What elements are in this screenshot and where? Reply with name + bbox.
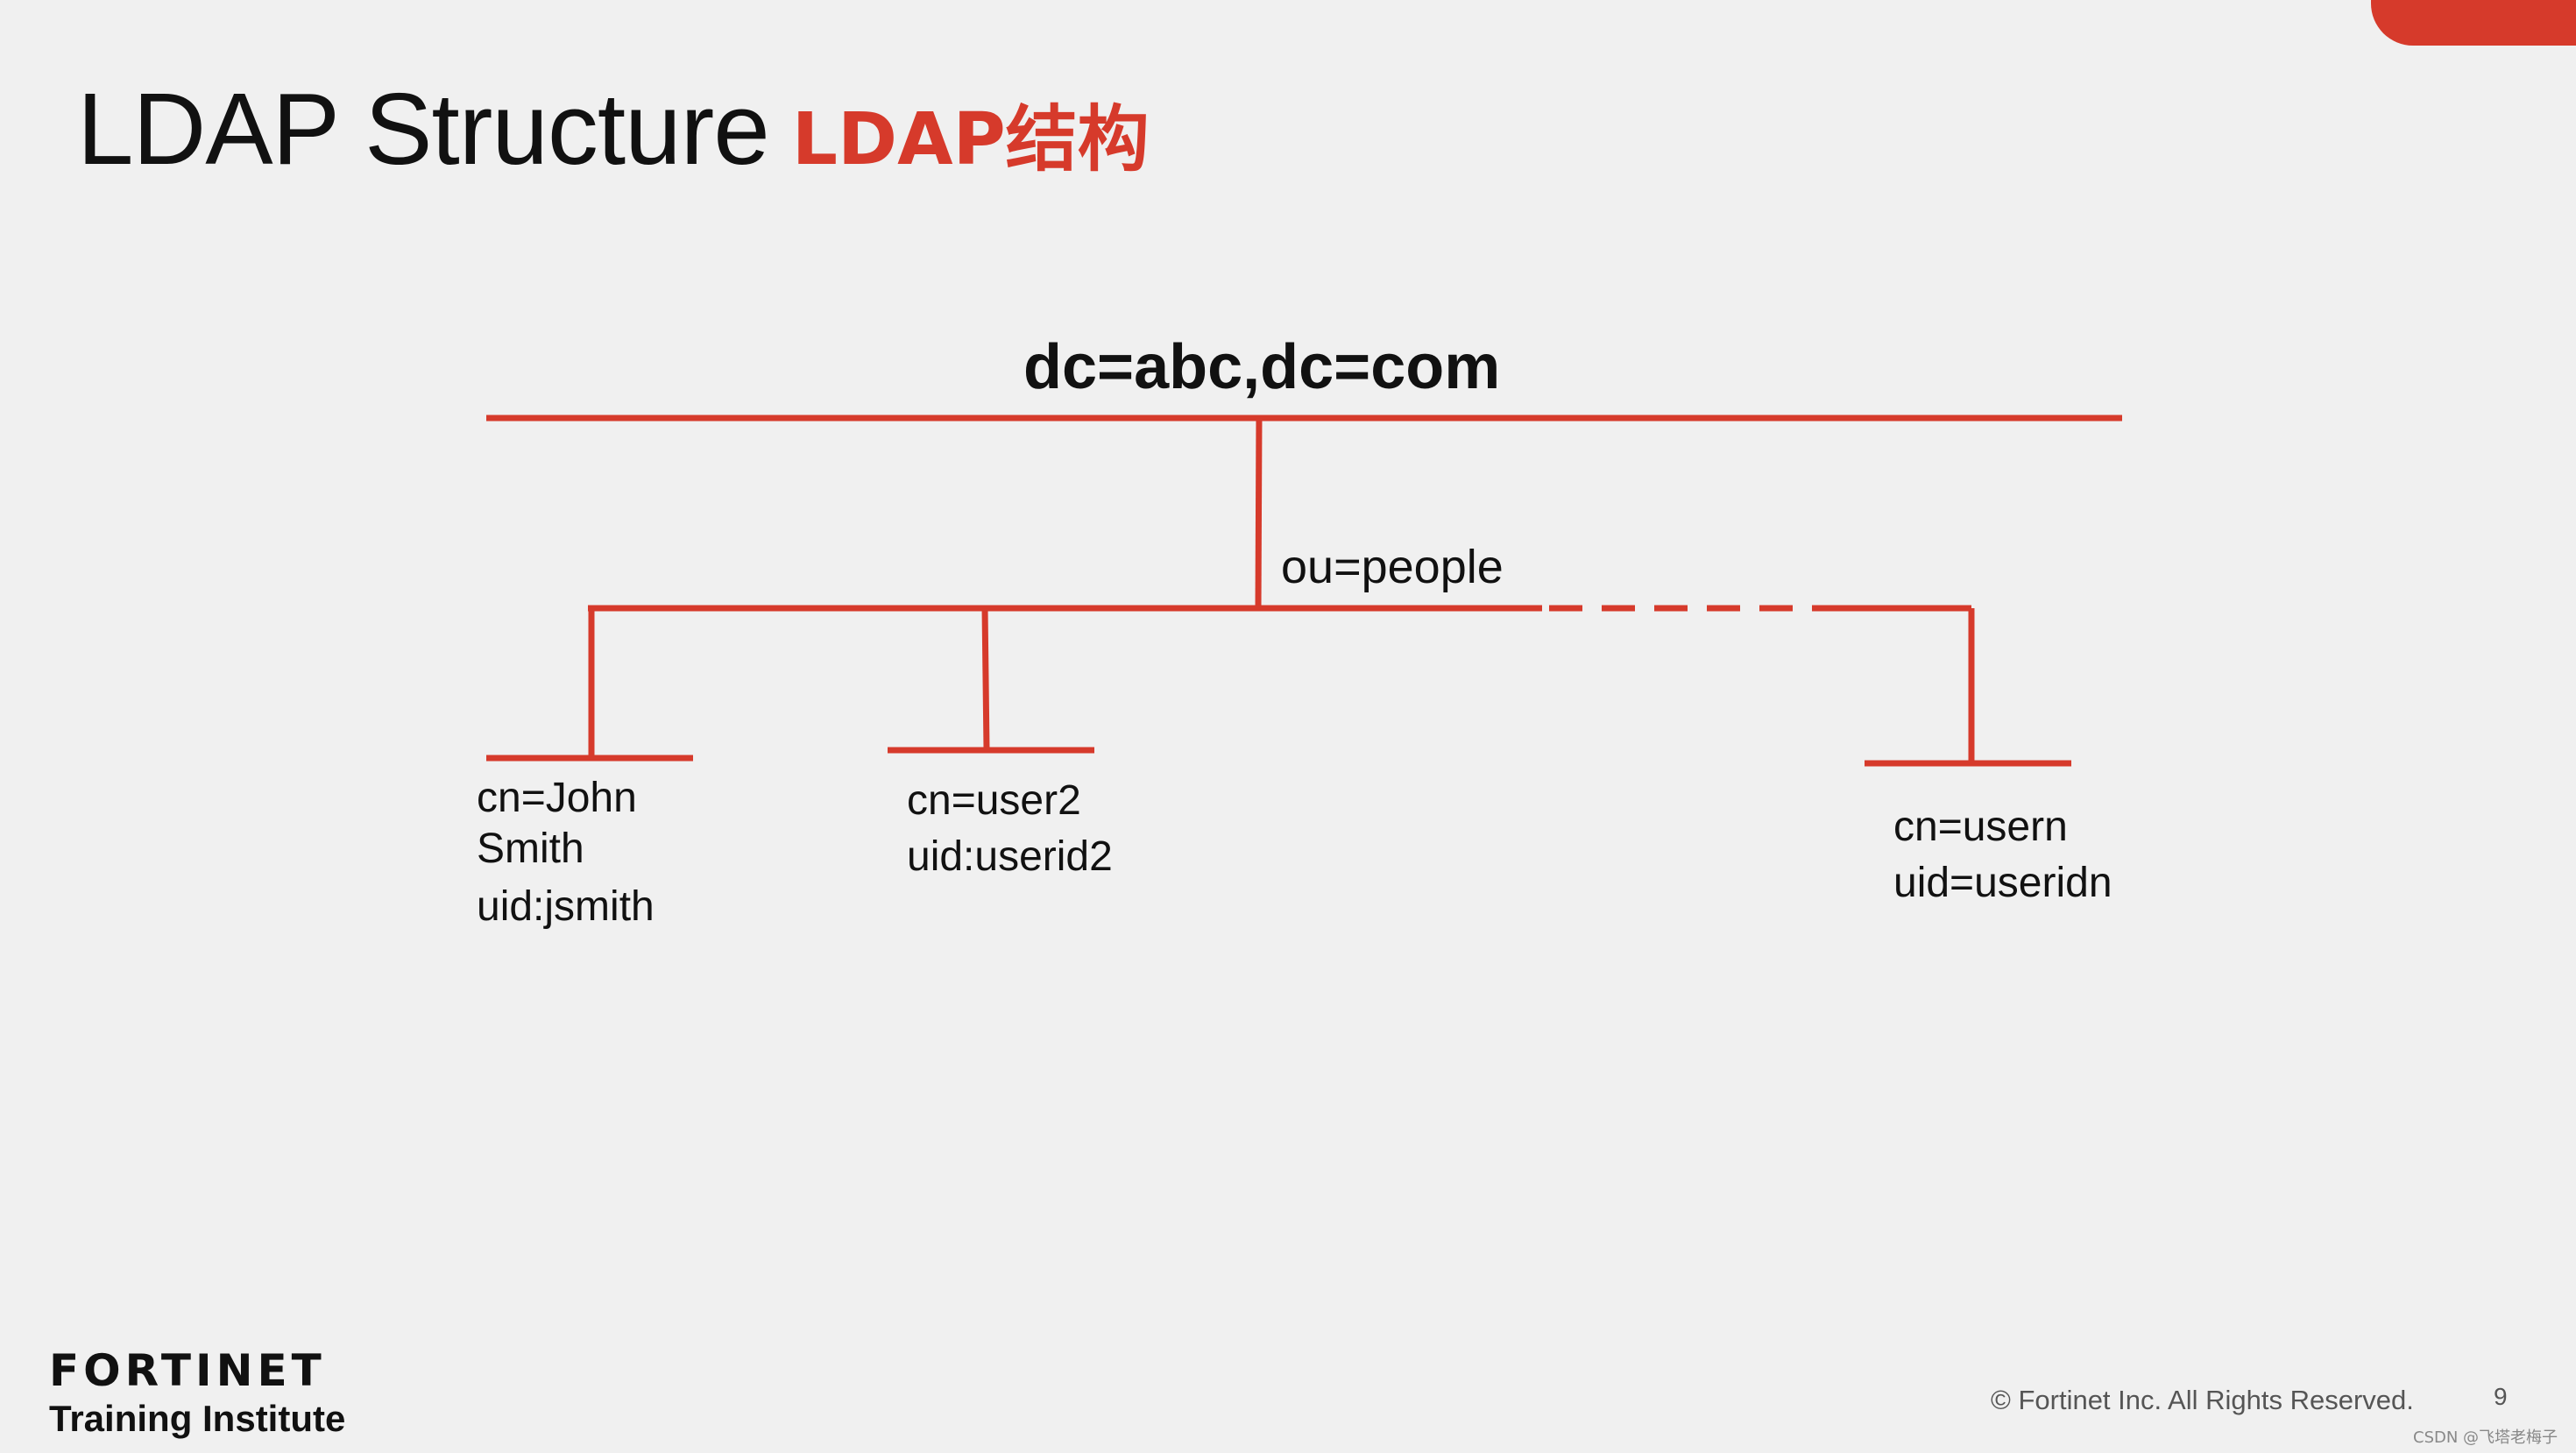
fortinet-logo: FORTINET Training Institute (49, 1346, 345, 1441)
leaf-uid: uid:jsmith (477, 883, 655, 930)
logo-wordmark: FORTINET (49, 1345, 326, 1396)
title-english: LDAP Structure (77, 72, 770, 186)
leaf-cn: cn=user2 (907, 777, 1081, 824)
root-to-branch-connector (1255, 417, 1263, 610)
leaf-node-user2: cn=user2 uid:userid2 (907, 773, 1113, 885)
leaf-cn: cn=usern (1893, 804, 2068, 850)
source-watermark: CSDN @飞塔老梅子 (2413, 1428, 2558, 1447)
leaf-cn-continued: Smith (477, 826, 584, 872)
title-chinese: LDAP结构 (791, 98, 1150, 181)
leaf-2-connector (981, 607, 990, 750)
copyright-notice: © Fortinet Inc. All Rights Reserved. (1991, 1385, 2414, 1415)
logo-subtitle: Training Institute (49, 1398, 346, 1439)
slide-title: LDAP Structure LDAP结构 (77, 70, 1150, 193)
root-node-label: dc=abc,dc=com (1023, 332, 1501, 402)
page-number: 9 (2494, 1383, 2508, 1410)
leaf-node-usern: cn=usern uid=useridn (1893, 799, 2112, 911)
leaf-node-john-smith: cn=John Smith uid:jsmith (477, 773, 655, 932)
corner-accent-tab (2371, 0, 2576, 46)
branch-node-label: ou=people (1281, 541, 1504, 593)
leaf-uid: uid:userid2 (907, 833, 1113, 880)
leaf-cn: cn=John (477, 775, 637, 821)
leaf-uid: uid=useridn (1893, 860, 2112, 906)
